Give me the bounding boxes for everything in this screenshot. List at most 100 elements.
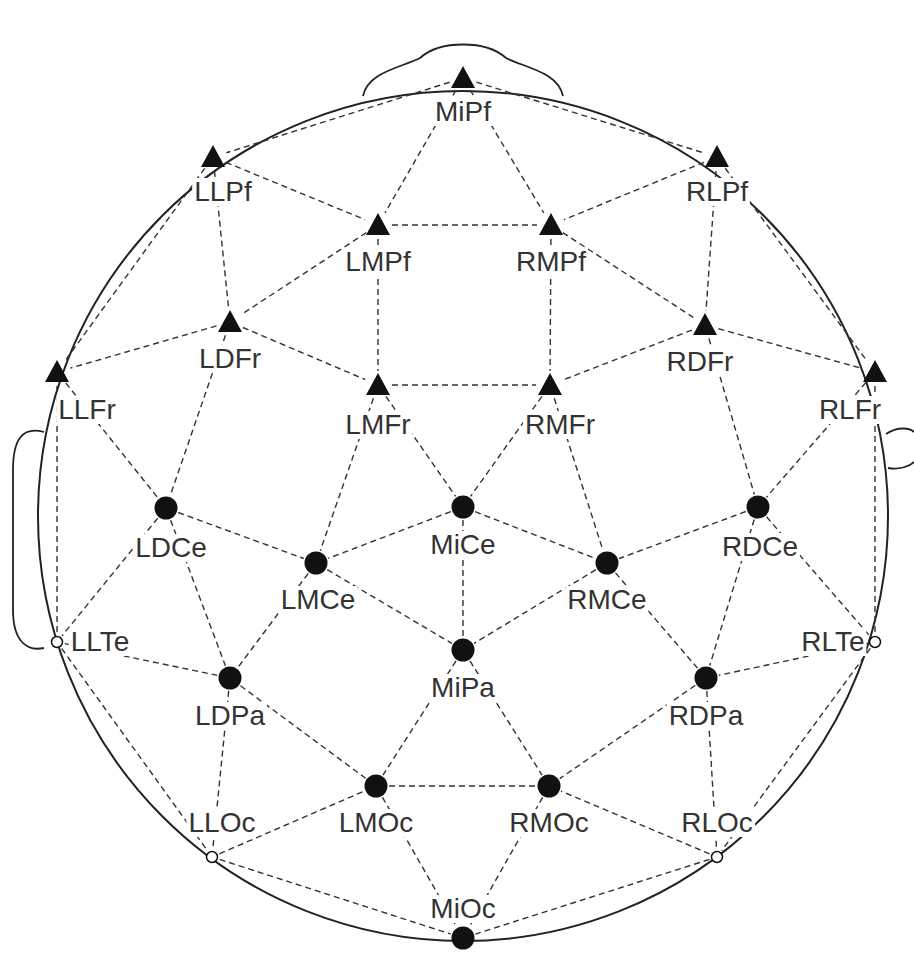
electrode: RDFr xyxy=(692,312,718,338)
triangle-marker xyxy=(218,310,242,332)
electrode-marker xyxy=(692,312,718,338)
electrode-label: MiCe xyxy=(428,531,497,559)
electrode-label: RMPf xyxy=(514,248,588,276)
nose-outline xyxy=(363,45,563,97)
electrode-label: LDCe xyxy=(133,534,209,562)
electrode-marker xyxy=(217,309,243,335)
electrode: LLPf xyxy=(200,144,226,170)
electrode-marker xyxy=(451,495,475,519)
electrode-marker xyxy=(364,774,388,798)
electrode-marker xyxy=(218,666,242,690)
electrode: RLFr xyxy=(862,359,888,385)
electrode-label: LDFr xyxy=(197,345,263,373)
dashed-connector xyxy=(389,785,536,786)
electrode-marker xyxy=(537,372,563,398)
dashed-connector xyxy=(392,224,537,225)
dashed-connector xyxy=(70,326,216,368)
triangle-marker xyxy=(693,313,717,335)
electrode: LDCe xyxy=(154,496,178,520)
dashed-connector xyxy=(560,685,696,778)
electrode-marker xyxy=(595,551,619,575)
electrode-marker xyxy=(862,359,888,385)
electrode-label: LLPf xyxy=(192,178,254,206)
electrode-marker xyxy=(365,212,391,238)
electrode: RMPf xyxy=(538,212,564,238)
scalp-circle xyxy=(38,91,888,941)
electrode: MiPa xyxy=(451,638,475,662)
electrode-label: RLPf xyxy=(684,178,750,206)
electrode-marker xyxy=(537,774,561,798)
electrode-marker xyxy=(365,372,391,398)
triangle-marker xyxy=(451,66,475,88)
electrode-marker xyxy=(451,638,475,662)
electrode-marker xyxy=(44,359,70,385)
electrode-marker xyxy=(694,666,718,690)
electrode-label: RDPa xyxy=(667,702,746,730)
filled-circle-marker xyxy=(219,667,242,690)
electrode: RDPa xyxy=(694,666,718,690)
electrode: RMOc xyxy=(537,774,561,798)
filled-circle-marker xyxy=(747,496,770,519)
electrode: RLTe xyxy=(868,635,882,649)
electrode: LDFr xyxy=(217,309,243,335)
filled-circle-marker xyxy=(155,497,178,520)
filled-circle-marker xyxy=(452,639,475,662)
triangle-marker xyxy=(863,360,887,382)
electrode-label: RDCe xyxy=(720,533,800,561)
filled-circle-marker xyxy=(538,775,561,798)
right-ear xyxy=(886,429,914,469)
open-circle-marker xyxy=(52,637,63,648)
electrode-marker xyxy=(200,144,226,170)
electrode: MiOc xyxy=(451,926,475,950)
electrode: MiCe xyxy=(451,495,475,519)
electrode-marker xyxy=(746,495,770,519)
electrode-marker xyxy=(704,144,730,170)
electrode-marker xyxy=(450,65,476,91)
electrode: RLPf xyxy=(704,144,730,170)
electrode-marker xyxy=(154,496,178,520)
electrode-label: RLFr xyxy=(817,396,883,424)
electrode-marker xyxy=(50,635,64,649)
dashed-connector xyxy=(476,82,703,153)
dashed-connector xyxy=(718,329,861,369)
electrode: LLOc xyxy=(205,850,219,864)
electrode: MiPf xyxy=(450,65,476,91)
electrode-label: MiPf xyxy=(433,98,493,126)
electrode-label: MiPa xyxy=(429,674,497,702)
electrode-marker xyxy=(304,551,328,575)
electrode-label: MiOc xyxy=(428,895,497,923)
dashed-connector xyxy=(226,82,449,153)
electrode-marker xyxy=(868,635,882,649)
dashed-connector xyxy=(220,859,451,934)
electrode: LDPa xyxy=(218,666,242,690)
electrode-label: LLTe xyxy=(69,628,132,656)
electrode-label: LMOc xyxy=(337,809,416,837)
electrode: LLFr xyxy=(44,359,70,385)
electrode-label: LLFr xyxy=(56,396,118,424)
dashed-connector xyxy=(392,384,536,385)
filled-circle-marker xyxy=(452,496,475,519)
electrode: LLTe xyxy=(50,635,64,649)
left-ear xyxy=(13,431,44,649)
electrode-label: LDPa xyxy=(193,702,267,730)
electrode-label: LMFr xyxy=(343,411,412,439)
filled-circle-marker xyxy=(305,552,328,575)
electrode-marker xyxy=(451,926,475,950)
electrode: LMOc xyxy=(364,774,388,798)
electrode-label: LMPf xyxy=(343,248,412,276)
dashed-connector xyxy=(475,859,709,934)
dashed-connector xyxy=(65,168,205,360)
electrode: RMCe xyxy=(595,551,619,575)
electrode-label: LLOc xyxy=(187,809,258,837)
filled-circle-marker xyxy=(452,927,475,950)
electrode: LMFr xyxy=(365,372,391,398)
electrode-label: RMOc xyxy=(507,809,590,837)
electrode-label: RMFr xyxy=(523,411,597,439)
electrode-marker xyxy=(710,850,724,864)
electrode-label: RMCe xyxy=(565,586,648,614)
triangle-marker xyxy=(366,373,390,395)
filled-circle-marker xyxy=(365,775,388,798)
